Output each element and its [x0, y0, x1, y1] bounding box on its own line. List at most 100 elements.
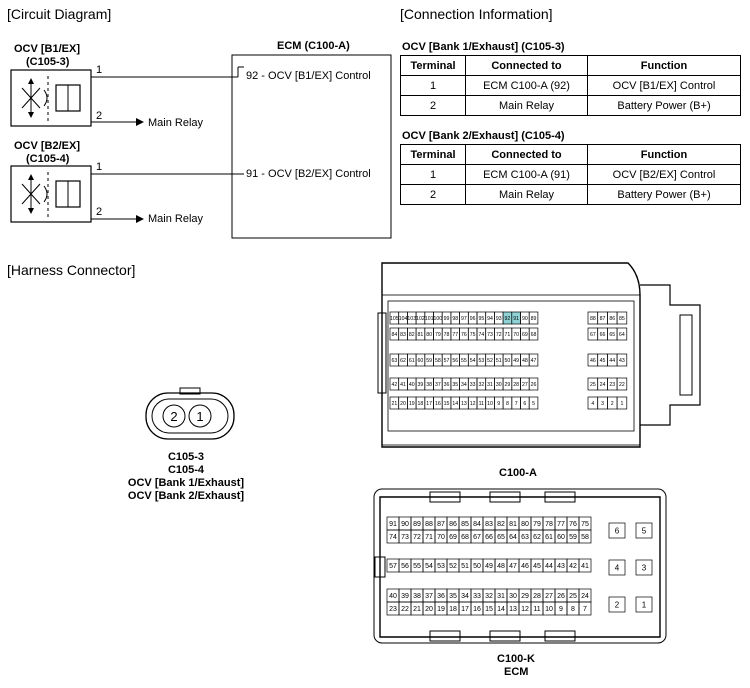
c100a-pin-81: 81 — [418, 332, 424, 338]
c100k-pin-2: 2 — [615, 600, 620, 609]
c100k-pin-48: 48 — [497, 563, 505, 570]
table-row: 2 Main Relay Battery Power (B+) — [400, 95, 741, 116]
circuit-wiring — [10, 54, 392, 239]
c100k-pin-17: 17 — [461, 606, 469, 613]
c100a-pin-68: 68 — [531, 332, 537, 338]
circuit-diagram-title: [Circuit Diagram] — [7, 6, 112, 22]
table2-caption: OCV [Bank 2/Exhaust] (C105-4) — [402, 130, 565, 142]
ocv-connector-labels: C105-3 C105-4 OCV [Bank 1/Exhaust] OCV [… — [0, 451, 372, 503]
c100a-pin-97: 97 — [461, 316, 467, 322]
c100k-pin-51: 51 — [461, 563, 469, 570]
c100a-pin-61: 61 — [409, 358, 415, 364]
c100a-pin-19: 19 — [409, 401, 415, 407]
c100a-pin-65: 65 — [609, 332, 615, 338]
c100k-pin-59: 59 — [569, 534, 577, 541]
c100a-pin-60: 60 — [418, 358, 424, 364]
c100a-pin-103: 103 — [407, 316, 416, 322]
c100k-pin-44: 44 — [545, 563, 553, 570]
c100k-pin-45: 45 — [533, 563, 541, 570]
c100k-pin-7-box — [578, 601, 592, 616]
c100a-pin-79: 79 — [435, 332, 441, 338]
c100a-pin-50: 50 — [505, 358, 511, 364]
c100a-pin-43: 43 — [619, 358, 625, 364]
c100a-pin-38: 38 — [426, 382, 432, 388]
c100a-pin-3: 3 — [601, 401, 604, 407]
c100k-pin-40: 40 — [389, 593, 397, 600]
ocv1-name: OCV [B1/EX] — [14, 43, 81, 55]
table1-caption: OCV [Bank 1/Exhaust] (C105-3) — [402, 41, 565, 53]
c100k-pin-63: 63 — [521, 534, 529, 541]
c100a-pin-21: 21 — [391, 401, 397, 407]
ocv1-pin2-label: 2 — [96, 110, 103, 122]
c100k-pin-68: 68 — [461, 534, 469, 541]
ocv-label-bank1: OCV [Bank 1/Exhaust] — [127, 477, 245, 489]
c100a-pin-101: 101 — [425, 316, 434, 322]
ocv2-pin2-label: 2 — [96, 206, 103, 218]
c100a-pin-44: 44 — [609, 358, 615, 364]
ocv-label-c105-3: C105-3 — [167, 451, 205, 463]
ocv1-pin1-label: 1 — [96, 64, 103, 76]
c100a-pin-58: 58 — [435, 358, 441, 364]
c100a-pin-7: 7 — [515, 401, 518, 407]
c100k-pin-13: 13 — [509, 606, 517, 613]
c100k-pin-36: 36 — [437, 593, 445, 600]
c100k-pin-58: 58 — [581, 534, 589, 541]
main-relay-label-1: Main Relay — [148, 117, 204, 129]
col-header-connected-to: Connected to — [465, 144, 588, 165]
c100k-pin-55: 55 — [413, 563, 421, 570]
function-cell: Battery Power (B+) — [587, 184, 741, 205]
c100k-pin-53: 53 — [437, 563, 445, 570]
c100a-pin-14: 14 — [452, 401, 458, 407]
c100k-pin-10: 10 — [545, 606, 553, 613]
function-cell: OCV [B2/EX] Control — [587, 164, 741, 185]
ocv1-connector: (C105-3) — [26, 56, 70, 68]
c100a-pin-10: 10 — [487, 401, 493, 407]
c100k-pin-90: 90 — [401, 521, 409, 528]
c100k-pin-4-box — [608, 559, 626, 576]
c100k-pin-38: 38 — [413, 593, 421, 600]
c100a-pin-26-box — [528, 377, 539, 391]
c100k-pin-81: 81 — [509, 521, 517, 528]
col-header-function: Function — [587, 144, 741, 165]
ocv-pin-1: 1 — [196, 409, 203, 424]
c100a-pin-25: 25 — [590, 382, 596, 388]
c100a-pin-16: 16 — [435, 401, 441, 407]
c100a-pin-22: 22 — [619, 382, 625, 388]
c100a-label: C100-A — [499, 467, 537, 479]
c100k-pin-88: 88 — [425, 521, 433, 528]
c100a-pin-41: 41 — [400, 382, 406, 388]
ocv2-connector: (C105-4) — [26, 153, 70, 165]
c100a-pin-26: 26 — [531, 382, 537, 388]
c100k-pin-8: 8 — [571, 606, 575, 613]
c100k-pin-7: 7 — [583, 606, 587, 613]
c100a-pin-102: 102 — [416, 316, 425, 322]
col-header-terminal: Terminal — [400, 55, 466, 76]
c100a-pin-73: 73 — [487, 332, 493, 338]
connection-table-2: Terminal Connected to Function 1 ECM C10… — [400, 144, 741, 205]
c100k-pin-52: 52 — [449, 563, 457, 570]
c100a-pin-66: 66 — [600, 332, 606, 338]
c100a-pin-5-box — [528, 396, 539, 410]
c100k-pin-24: 24 — [581, 593, 589, 600]
c100a-pin-56: 56 — [452, 358, 458, 364]
terminal-cell: 2 — [400, 184, 466, 205]
table-row: 2 Main Relay Battery Power (B+) — [400, 184, 741, 205]
c100a-pin-1-box — [616, 396, 628, 410]
c100a-pin-18: 18 — [418, 401, 424, 407]
ecm-title: ECM (C100-A) — [277, 40, 350, 52]
c100a-pin-78: 78 — [444, 332, 450, 338]
c100k-pin-76: 76 — [569, 521, 577, 528]
c100k-pin-15: 15 — [485, 606, 493, 613]
c100a-pin-35: 35 — [452, 382, 458, 388]
c100a-pin-71: 71 — [505, 332, 511, 338]
c100k-pin-82: 82 — [497, 521, 505, 528]
c100k-pin-60: 60 — [557, 534, 565, 541]
c100a-pin-33: 33 — [470, 382, 476, 388]
c100a-pin-6: 6 — [523, 401, 526, 407]
c100a-pin-64-box — [616, 327, 628, 341]
c100k-pin-85: 85 — [461, 521, 469, 528]
c100k-pin-89: 89 — [413, 521, 421, 528]
c100k-pin-37: 37 — [425, 593, 433, 600]
c100a-pin-29: 29 — [505, 382, 511, 388]
